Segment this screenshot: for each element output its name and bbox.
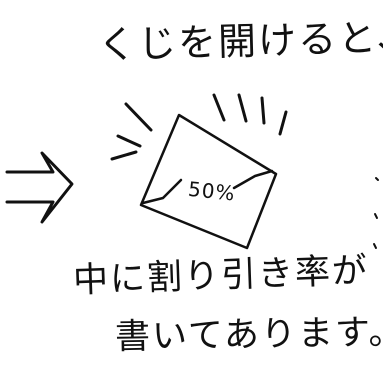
- discount-text: 50%: [187, 177, 237, 206]
- lottery-ticket-icon: [139, 113, 278, 250]
- ticket-fold-line: [141, 178, 183, 205]
- double-arrow-right-icon: [5, 151, 74, 224]
- shine-lines-icon: [110, 93, 288, 161]
- caption-line-2: 中に割り引き率が: [72, 250, 370, 302]
- caption-line-3: 書いてあります。: [114, 312, 383, 358]
- ticket-outline: [139, 113, 278, 250]
- edge-marks: [373, 177, 379, 249]
- ticket-fold-line-right: [232, 169, 274, 190]
